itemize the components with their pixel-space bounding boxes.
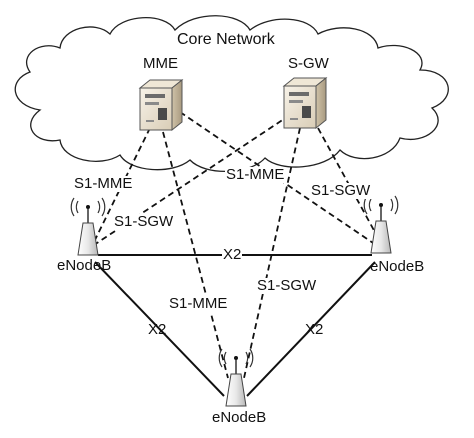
link-mme-enb-left — [89, 127, 151, 251]
enb-right-antenna-icon — [363, 195, 399, 254]
mme-label: MME — [143, 55, 178, 72]
enb-bottom-antenna-icon — [218, 348, 254, 407]
link-label-x2-left: X2 — [148, 321, 167, 338]
link-label-x2-top: X2 — [222, 246, 243, 263]
enb-bottom-label: eNodeB — [212, 409, 267, 426]
link-label-s1-sgw-bottom: S1-SGW — [256, 277, 318, 294]
link-sgw-enb-right — [317, 127, 383, 246]
enb-left-label: eNodeB — [57, 257, 112, 274]
mme-server-icon — [138, 78, 184, 132]
link-label-s1-mme-left: S1-MME — [73, 175, 134, 192]
enb-right-label: eNodeB — [370, 258, 425, 275]
core-network-title: Core Network — [177, 31, 275, 48]
cloud-icon — [14, 15, 449, 173]
link-label-s1-mme-bottom: S1-MME — [168, 295, 229, 312]
link-x2-left — [94, 261, 225, 397]
sgw-label: S-GW — [288, 55, 329, 72]
link-x2-right — [246, 261, 376, 397]
link-label-s1-mme-center: S1-MME — [225, 166, 286, 183]
link-label-s1-sgw-left: S1-SGW — [113, 213, 175, 230]
sgw-server-icon — [282, 76, 328, 130]
link-mme-enb-bottom — [162, 131, 229, 379]
link-sgw-enb-bottom — [243, 127, 301, 379]
enb-left-antenna-icon — [70, 197, 106, 256]
link-label-s1-sgw-right: S1-SGW — [310, 182, 372, 199]
link-label-x2-right: X2 — [305, 321, 324, 338]
